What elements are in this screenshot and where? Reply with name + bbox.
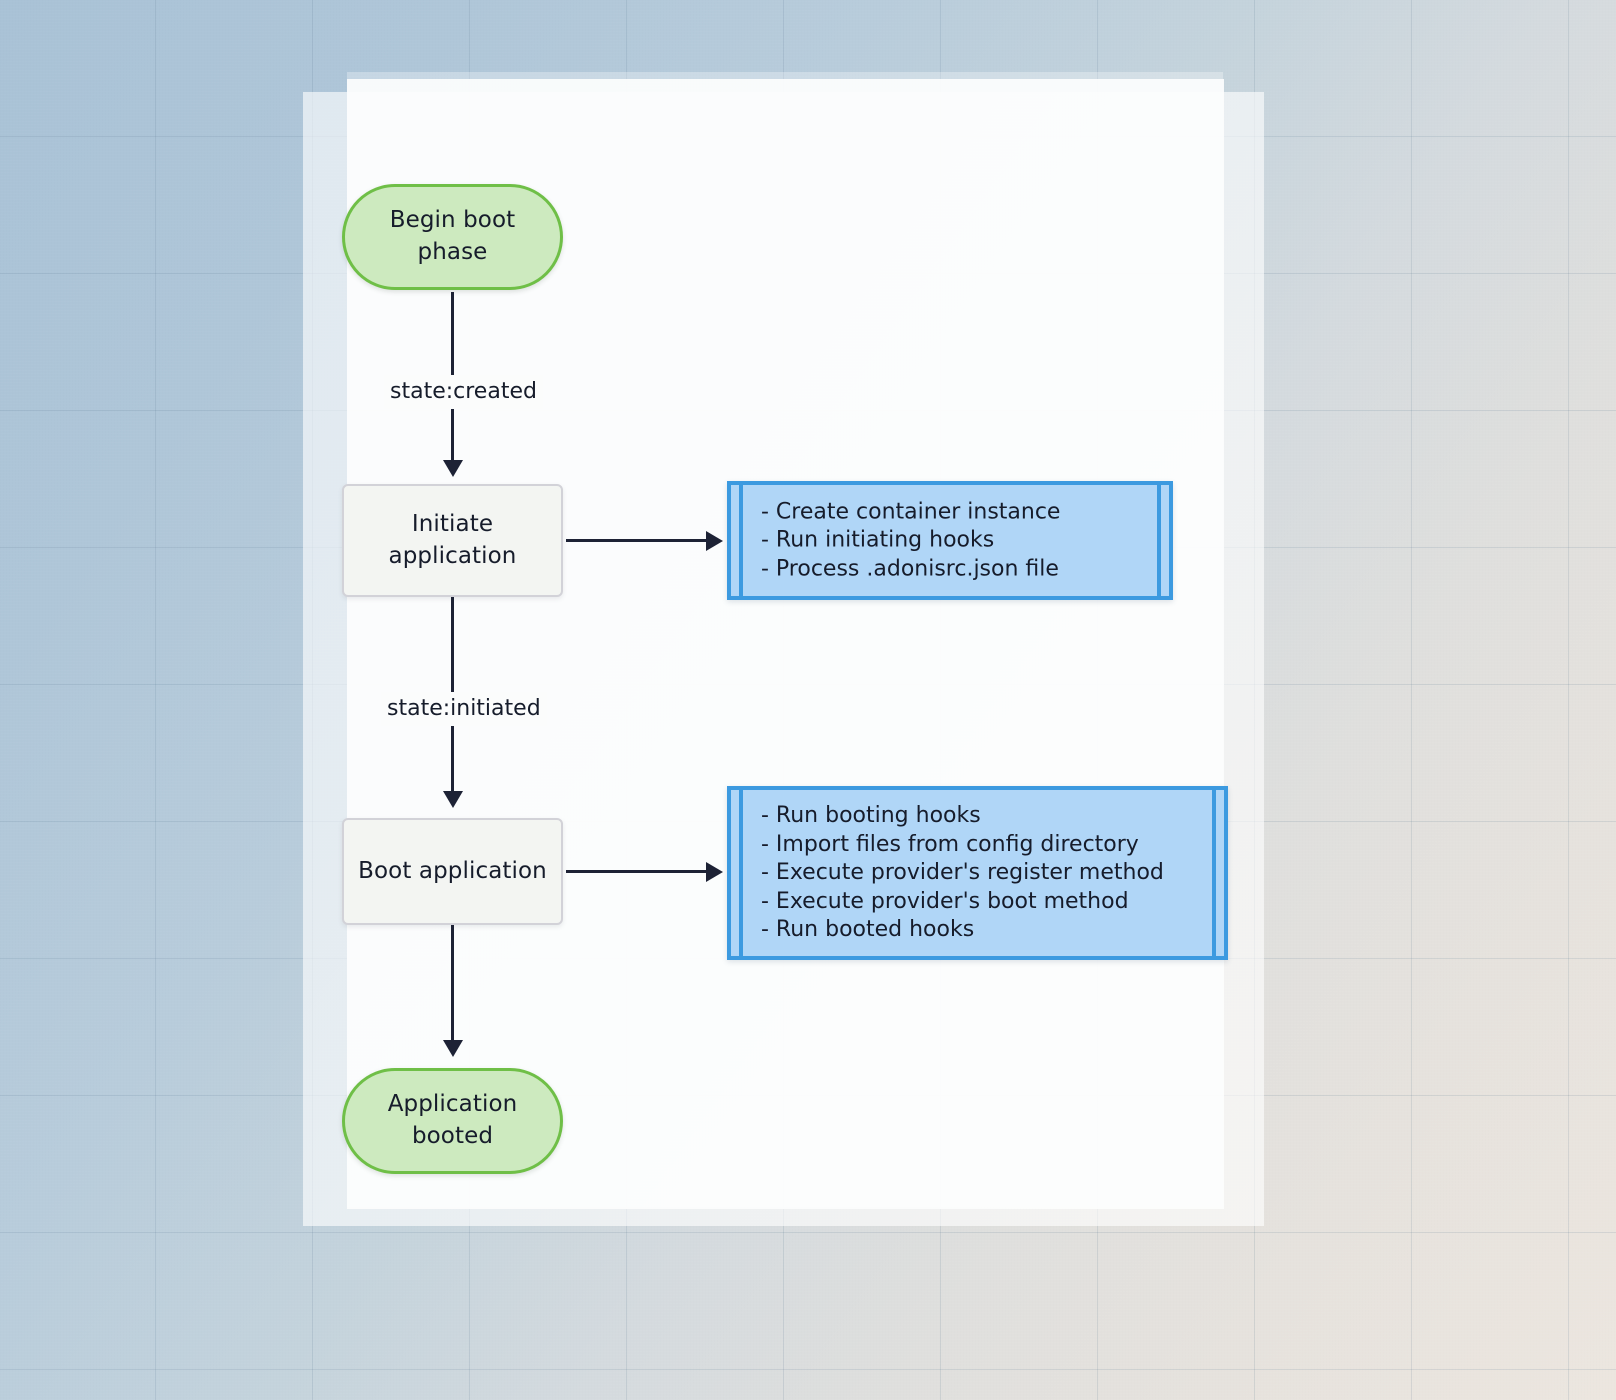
edge-boot-to-note-line: [566, 870, 709, 873]
node-application-booted-label: Application booted: [388, 1089, 518, 1152]
note-line: - Import files from config directory: [761, 831, 1139, 857]
node-begin-boot-phase-label: Begin boot phase: [390, 205, 516, 268]
note-initiate-application-lines: - Create container instance - Run initia…: [761, 498, 1060, 584]
edge-boot-to-booted-arrowhead: [443, 1040, 463, 1057]
node-label-line-2: application: [388, 542, 517, 569]
note-initiate-application: - Create container instance - Run initia…: [727, 481, 1173, 600]
node-label-line-1: Initiate: [411, 510, 494, 537]
note-line: - Create container instance: [761, 498, 1061, 524]
edge-begin-to-initiate-arrowhead: [443, 460, 463, 477]
edge-initiate-to-boot-arrowhead: [443, 791, 463, 808]
note-line: - Execute provider's boot method: [761, 888, 1129, 914]
note-line: - Run booting hooks: [761, 802, 981, 828]
note-boot-application: - Run booting hooks - Import files from …: [727, 786, 1228, 960]
note-line: - Run booted hooks: [761, 916, 975, 942]
node-begin-boot-phase[interactable]: Begin boot phase: [342, 184, 563, 290]
node-initiate-application-label: Initiate application: [389, 509, 517, 572]
note-line: - Execute provider's register method: [761, 859, 1164, 885]
note-line: - Process .adonisrc.json file: [761, 555, 1059, 581]
edge-boot-to-note-arrowhead: [706, 862, 723, 882]
edge-boot-to-booted-line: [451, 925, 454, 1050]
node-label-line-1: Begin boot: [389, 207, 516, 234]
edge-label-state-initiated: state:initiated: [381, 692, 547, 726]
note-boot-application-lines: - Run booting hooks - Import files from …: [761, 802, 1164, 945]
node-label-line-2: phase: [417, 239, 488, 265]
node-label-line-2: booted: [411, 1123, 494, 1149]
note-line: - Run initiating hooks: [761, 527, 995, 553]
node-application-booted[interactable]: Application booted: [342, 1068, 563, 1174]
edge-initiate-to-note-line: [566, 539, 709, 542]
edge-label-state-created: state:created: [384, 375, 543, 409]
node-initiate-application[interactable]: Initiate application: [342, 484, 563, 597]
node-label-line-1: Application: [387, 1091, 518, 1118]
edge-initiate-to-note-arrowhead: [706, 531, 723, 551]
node-label-line-1: Boot application: [358, 857, 547, 884]
node-boot-application-label: Boot application: [358, 856, 547, 888]
node-boot-application[interactable]: Boot application: [342, 818, 563, 925]
